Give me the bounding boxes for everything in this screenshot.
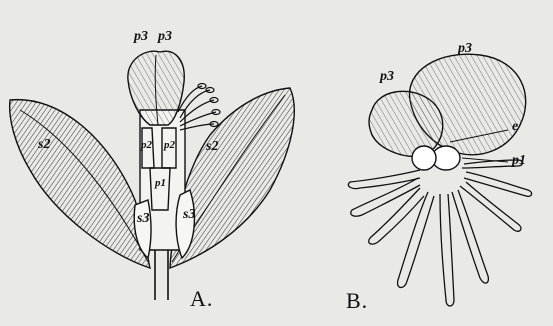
sepal-s2-left (10, 100, 150, 268)
label-a-p2-left: p2 (141, 140, 152, 151)
figure-b-drawing (348, 54, 531, 306)
label-b-p3-left: p3 (380, 70, 394, 84)
label-b-p1: p1 (512, 154, 526, 168)
petal-p3-b-left (369, 91, 443, 156)
label-a-p3-left: p3 (134, 30, 148, 44)
stem (155, 250, 168, 300)
label-a-p2-right: p2 (164, 140, 175, 151)
fringe-fingers (348, 160, 531, 306)
label-a-p1: p1 (155, 178, 166, 189)
caption-a: A. (190, 288, 213, 310)
label-b-e: e (512, 120, 518, 134)
caption-b: B. (346, 290, 368, 312)
label-a-s2-left: s2 (38, 138, 50, 152)
label-a-p3-right: p3 (158, 30, 172, 44)
label-a-s2-right: s2 (206, 140, 218, 154)
part-e (412, 146, 436, 170)
label-a-s3-left: s3 (137, 212, 149, 226)
petal-p3-bud (128, 51, 184, 125)
label-a-s3-right: s3 (183, 208, 195, 222)
figure-a-drawing (10, 51, 295, 300)
label-b-p3-right: p3 (458, 42, 472, 56)
